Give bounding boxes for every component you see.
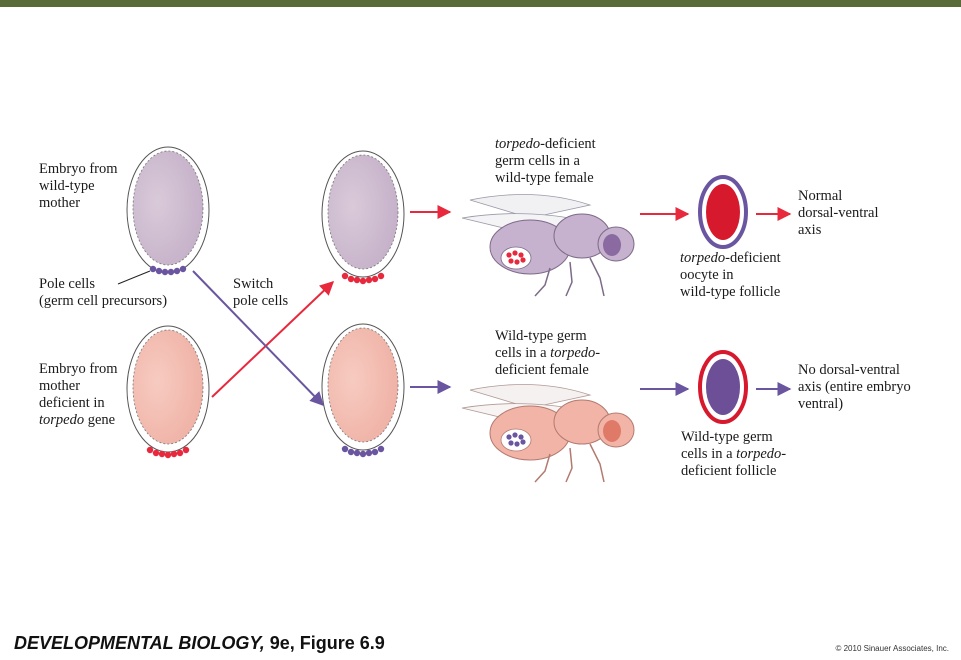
fly-torpedo-female — [462, 385, 634, 482]
embryo-wild-type-left — [127, 147, 209, 275]
label-switch: Switch pole cells — [233, 276, 288, 310]
oocyte-bottom — [700, 352, 746, 422]
label-top-fly: torpedo-deficient germ cells in a wild-t… — [495, 136, 596, 187]
label-embryo-wild-type: Embryo from wild-type mother — [39, 161, 118, 212]
oocyte-top — [700, 177, 746, 247]
embryo-wild-type-recipient — [322, 151, 404, 284]
label-bottom-fly: Wild-type germ cells in a torpedo- defic… — [495, 328, 600, 379]
embryo-torpedo-recipient — [322, 324, 404, 457]
label-pole-cells: Pole cells (germ cell precursors) — [39, 276, 167, 310]
fly-wild-type-female — [462, 195, 634, 296]
copyright: © 2010 Sinauer Associates, Inc. — [835, 644, 949, 653]
label-bottom-oocyte: Wild-type germ cells in a torpedo- defic… — [681, 429, 786, 480]
embryo-torpedo-left — [127, 326, 209, 458]
label-top-result: Normal dorsal-ventral axis — [798, 188, 879, 239]
label-bottom-result: No dorsal-ventral axis (entire embryo ve… — [798, 362, 911, 413]
label-top-oocyte: torpedo-deficient oocyte in wild-type fo… — [680, 250, 781, 301]
figure-caption: DEVELOPMENTAL BIOLOGY, 9e, Figure 6.9 — [14, 633, 385, 654]
